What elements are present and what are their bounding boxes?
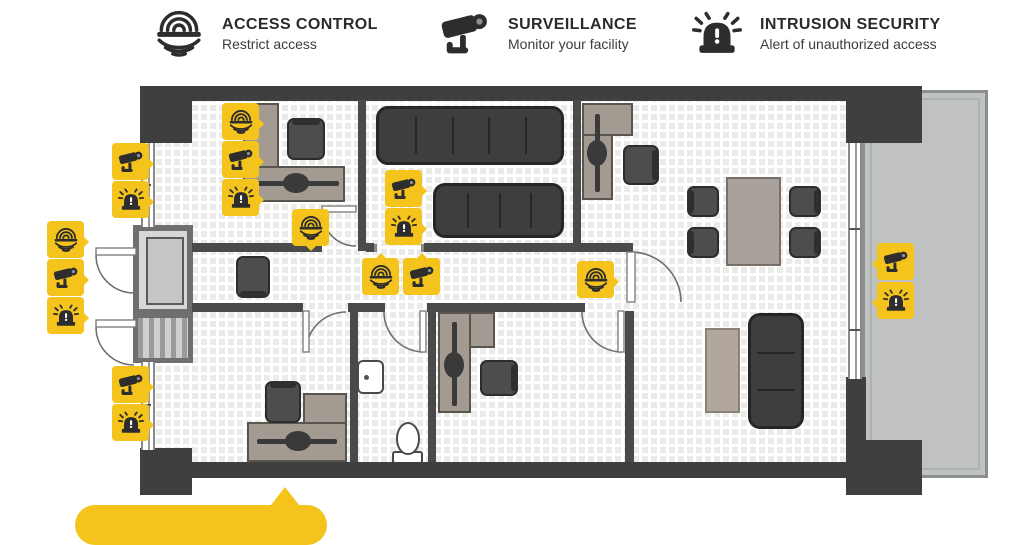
fingerprint-marker (47, 221, 89, 258)
legend-intrusion-security: INTRUSION SECURITY Alert of unauthorized… (690, 6, 941, 62)
banner-pointer (271, 487, 299, 505)
camera-marker (112, 366, 154, 403)
siren-icon (690, 6, 744, 62)
staircase (133, 313, 193, 363)
fingerprint-marker (362, 253, 399, 295)
window-right (848, 143, 862, 379)
legend-subtitle: Alert of unauthorized access (760, 35, 937, 52)
legend-access-control: ACCESS CONTROL Restrict access (152, 6, 378, 62)
wall-middle-room-right (573, 100, 581, 252)
wall-office1-right (358, 100, 366, 251)
wall-office1-bottom (192, 243, 322, 252)
fingerprint-marker (222, 103, 264, 140)
wall-corner-top-right (846, 86, 922, 143)
office-chair (480, 360, 518, 396)
legend-title: INTRUSION SECURITY (760, 15, 941, 33)
wall-bathroom-left (350, 311, 358, 462)
sofa-short (433, 183, 564, 238)
wall-corridor-top-a (366, 243, 374, 252)
camera-marker (222, 141, 264, 178)
legend-title: SURVEILLANCE (508, 15, 637, 33)
legend-surveillance: SURVEILLANCE Monitor your facility (438, 6, 637, 62)
camera-marker (403, 253, 440, 295)
elevator-car (146, 237, 184, 305)
wall-corridor-bottom-b (348, 303, 385, 312)
siren-marker (112, 404, 154, 441)
office-chair (236, 256, 270, 298)
office-chair (287, 118, 325, 160)
wall-bottom (176, 462, 860, 478)
meeting-chair (687, 227, 719, 258)
wall-corner-bottom-right (846, 440, 922, 495)
toilet-bowl (396, 422, 420, 455)
camera-icon (438, 6, 492, 62)
camera-marker (385, 170, 427, 207)
office-chair (265, 381, 301, 423)
fingerprint-icon (152, 6, 206, 62)
floorplan (47, 86, 988, 495)
legend-subtitle: Restrict access (222, 35, 317, 52)
banner (75, 505, 327, 545)
wall-top (140, 86, 862, 101)
camera-marker (112, 143, 154, 180)
meeting-chair (789, 227, 821, 258)
camera-marker (47, 259, 89, 296)
rug (705, 328, 740, 413)
meeting-table (726, 177, 781, 266)
sink (357, 360, 384, 394)
fingerprint-marker (292, 209, 329, 251)
legend-title: ACCESS CONTROL (222, 15, 378, 33)
wall-corridor-top-b (424, 243, 633, 252)
wall-bathroom-right (428, 311, 436, 462)
wall-office3-right (625, 311, 634, 462)
siren-marker (385, 208, 427, 245)
meeting-chair (687, 186, 719, 217)
siren-marker (47, 297, 89, 334)
wall-right-segment (846, 377, 866, 445)
siren-marker (222, 179, 264, 216)
wall-corner-top-left (140, 86, 192, 143)
legend-subtitle: Monitor your facility (508, 35, 629, 52)
lounge-sofa (748, 313, 804, 429)
elevator (133, 225, 193, 315)
wall-corridor-bottom-a (192, 303, 303, 312)
device-markers (47, 103, 914, 441)
fingerprint-marker (577, 261, 619, 298)
camera-marker (872, 243, 914, 280)
siren-marker (872, 282, 914, 319)
siren-marker (112, 181, 154, 218)
office-chair (623, 145, 659, 185)
sofa-long (376, 106, 564, 165)
wall-corridor-bottom-c (427, 303, 585, 312)
meeting-chair (789, 186, 821, 217)
